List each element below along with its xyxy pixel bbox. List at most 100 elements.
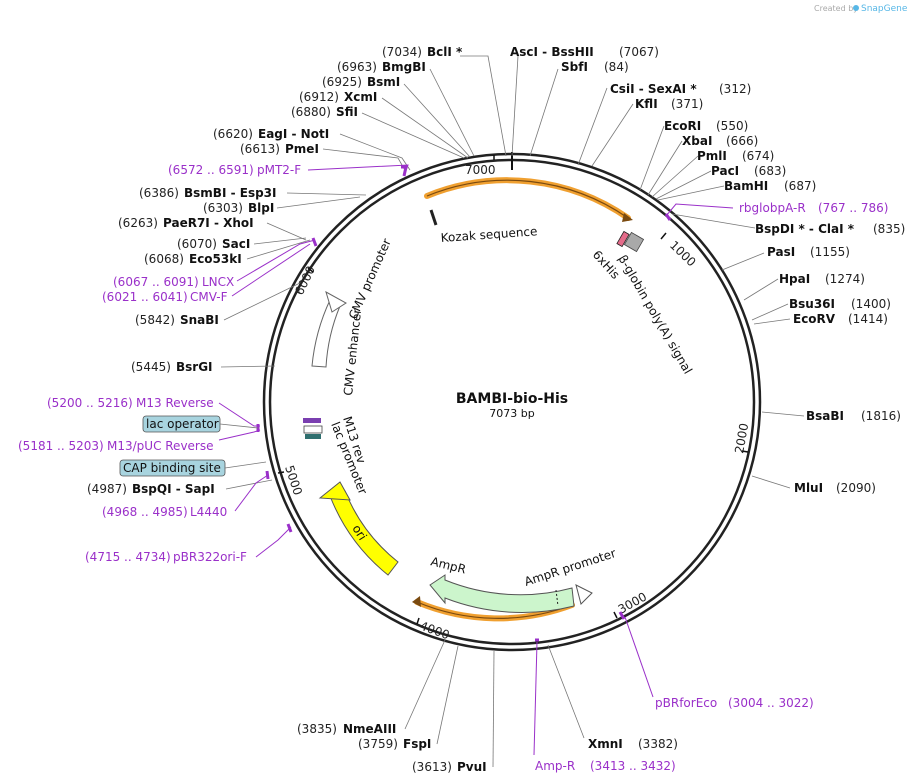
primer-range: (767 .. 786) (818, 201, 888, 215)
site-pos: (6925) (322, 75, 362, 89)
primer-range: (6572 .. 6591) (168, 163, 254, 177)
sites-right: AscI - BssHII (7067) SbfI (84) CsiI - Se… (510, 45, 905, 495)
cmv-promoter-arrow (311, 299, 341, 368)
lac-operator-label: lac operator (146, 417, 219, 431)
kozak-marker (429, 209, 438, 226)
site-name: BspQI - SapI (132, 482, 215, 496)
primer-mark-pmt2 (401, 165, 408, 177)
site-pos: (1816) (861, 409, 901, 423)
feature-ampr-promoter: AmpR promoter (523, 546, 618, 589)
plasmid-name: BAMBI-bio-His (456, 391, 568, 407)
site-name: PaeR7I - XhoI (163, 216, 254, 230)
primer-name: pBR322ori-F (173, 550, 247, 564)
site-name: MluI (794, 481, 823, 495)
ampr-line (416, 601, 573, 619)
site-name: PmeI (285, 142, 319, 156)
ampr-promoter-arrow (575, 584, 593, 605)
credit: Created by SnapGene (814, 4, 908, 14)
site-name: BsrGI (176, 360, 213, 374)
tick-2000: 2000 (732, 422, 751, 455)
primer-name: Amp-R (535, 759, 575, 773)
sites-top-left: (7034) BclI * (6963) BmgBI (6925) BsmI (… (213, 45, 463, 156)
site-pos: (3759) (358, 737, 398, 751)
site-name: BmgBI (382, 60, 426, 74)
site-pos: (84) (604, 60, 629, 74)
site-name: FspI (403, 737, 431, 751)
primer-range: (6021 .. 6041) (102, 290, 188, 304)
site-pos: (1400) (851, 297, 891, 311)
primer-range: (3004 .. 3022) (728, 696, 814, 710)
site-name: PmlI (697, 149, 727, 163)
site-pos: (683) (754, 164, 786, 178)
site-name: EcoRI (664, 119, 701, 133)
site-name: BlpI (248, 201, 274, 215)
credit-prefix: Created by (814, 4, 858, 13)
site-name: PasI (767, 245, 795, 259)
site-pos: (6303) (203, 201, 243, 215)
site-pos: (6386) (139, 186, 179, 200)
primer-name: LNCX (202, 275, 234, 289)
site-name: BsaBI (806, 409, 844, 423)
site-pos: (6912) (299, 90, 339, 104)
site-name: SfiI (336, 105, 358, 119)
credit-brand: SnapGene (861, 4, 908, 14)
primer-name: rbglobpA-R (739, 201, 806, 215)
site-pos: (4987) (87, 482, 127, 496)
snapgene-logo-icon (853, 5, 859, 11)
primer-mark-lncx (311, 237, 318, 247)
site-pos: (687) (784, 179, 816, 193)
site-name: CsiI - SexAI * (610, 82, 697, 96)
cap-binding-label: CAP binding site (123, 461, 221, 475)
primer-range: (3413 .. 3432) (590, 759, 676, 773)
site-name: XbaI (682, 134, 712, 148)
primer-range: (6067 .. 6091) (113, 275, 199, 289)
site-name: HpaI (779, 272, 810, 286)
feature-kozak: Kozak sequence (440, 224, 538, 245)
feature-ampr: AmpR (429, 554, 467, 576)
site-pos: (6070) (177, 237, 217, 251)
site-pos: (3382) (638, 737, 678, 751)
site-name: SbfI (561, 60, 588, 74)
site-pos: (2090) (836, 481, 876, 495)
site-name: EagI - NotI (258, 127, 329, 141)
site-pos: (5842) (135, 313, 175, 327)
site-name: BsmI (367, 75, 400, 89)
site-pos: (5445) (131, 360, 171, 374)
primer-range: (5181 .. 5203) (18, 439, 104, 453)
site-name: BamHI (724, 179, 768, 193)
site-name: SnaBI (180, 313, 219, 327)
primer-name: M13/pUC Reverse (107, 439, 214, 453)
plasmid-size: 7073 bp (489, 407, 534, 420)
primer-range: (4968 .. 4985) (102, 505, 188, 519)
kozak-arrowhead (622, 213, 633, 222)
site-pos: (6963) (337, 60, 377, 74)
site-pos: (1155) (810, 245, 850, 259)
site-name: BsmBI - Esp3I (184, 186, 276, 200)
feature-polya: β-globin poly(A) signal (615, 253, 695, 377)
site-name: Eco53kI (189, 252, 242, 266)
site-pos: (6620) (213, 127, 253, 141)
tick-5000: 5000 (282, 464, 305, 497)
tick-7000: 7000 (465, 163, 496, 177)
kozak-arrow-line (426, 179, 629, 219)
primer-name: M13 Reverse (136, 396, 214, 410)
ampr-line-arrowhead (412, 596, 421, 607)
feature-cmv-enhancer: CMV enhancer (341, 308, 364, 396)
ori-feature (329, 490, 399, 576)
site-name: PvuI (457, 760, 487, 774)
polya-feature (623, 231, 645, 253)
boxed-features: lac operator CAP binding site (119, 415, 267, 477)
site-pos: (835) (873, 222, 905, 236)
lac-operator-mark (303, 425, 323, 434)
site-name: AscI - BssHII (510, 45, 594, 59)
site-name: BspDI * - ClaI * (755, 222, 855, 236)
site-pos: (674) (742, 149, 774, 163)
his-tag-feature (616, 230, 630, 248)
site-pos: (3613) (412, 760, 452, 774)
site-pos: (6613) (240, 142, 280, 156)
primer-range: (5200 .. 5216) (47, 396, 133, 410)
primer-name: pBRforEco (655, 696, 717, 710)
site-name: SacI (222, 237, 250, 251)
site-name: Bsu36I (789, 297, 835, 311)
site-pos: (550) (716, 119, 748, 133)
